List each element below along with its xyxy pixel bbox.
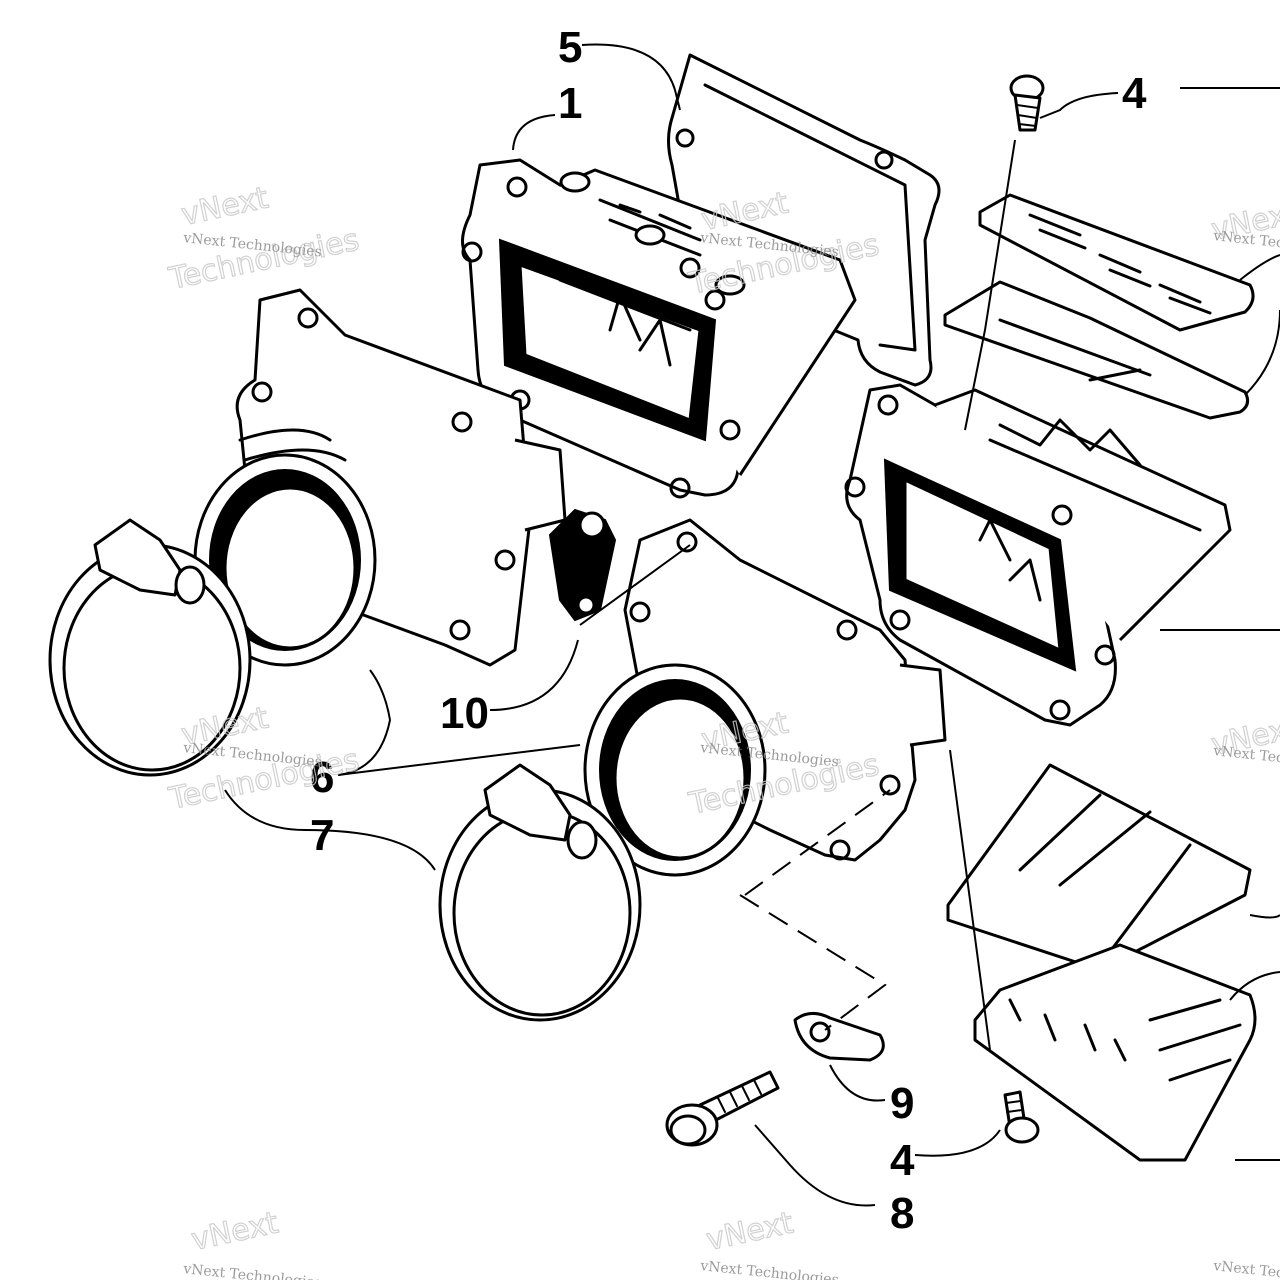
callout-5: 5 bbox=[558, 23, 582, 72]
callout-4-top: 4 bbox=[1122, 69, 1147, 118]
watermark-line1: vNext bbox=[703, 1205, 796, 1258]
watermark-line1: vNext bbox=[178, 180, 271, 233]
callout-numbers: 1 5 4 6 7 10 9 4 8 bbox=[310, 23, 1147, 1238]
callout-8: 8 bbox=[890, 1189, 914, 1238]
washer-part-9 bbox=[793, 1012, 885, 1062]
bracket-part-10 bbox=[548, 508, 617, 622]
bolt-part-8 bbox=[665, 1070, 780, 1147]
hose-clamp-lower bbox=[438, 763, 642, 1022]
callout-10: 10 bbox=[440, 689, 489, 738]
watermark-brand: vNext Technologies bbox=[699, 1258, 840, 1280]
watermark-brand: vNext Technologies bbox=[182, 1261, 323, 1280]
reed-petal-upper bbox=[943, 193, 1255, 420]
reed-petal-lower bbox=[946, 763, 1257, 1162]
intake-flange-lower bbox=[583, 518, 947, 877]
callout-1: 1 bbox=[558, 79, 582, 128]
watermark-brand: vNext Technologies bbox=[1212, 1258, 1280, 1280]
reed-cage-part-1 bbox=[461, 158, 857, 499]
hose-clamp-upper bbox=[48, 518, 252, 777]
callout-4-bottom: 4 bbox=[890, 1136, 915, 1185]
screw-part-4-top bbox=[1009, 74, 1045, 132]
callout-9: 9 bbox=[890, 1079, 914, 1128]
reed-cage-right bbox=[844, 383, 1232, 727]
callout-6: 6 bbox=[310, 753, 334, 802]
watermark-line1: vNext bbox=[188, 1205, 281, 1258]
callout-7: 7 bbox=[310, 811, 334, 860]
screw-part-4-bottom bbox=[1003, 1090, 1040, 1144]
